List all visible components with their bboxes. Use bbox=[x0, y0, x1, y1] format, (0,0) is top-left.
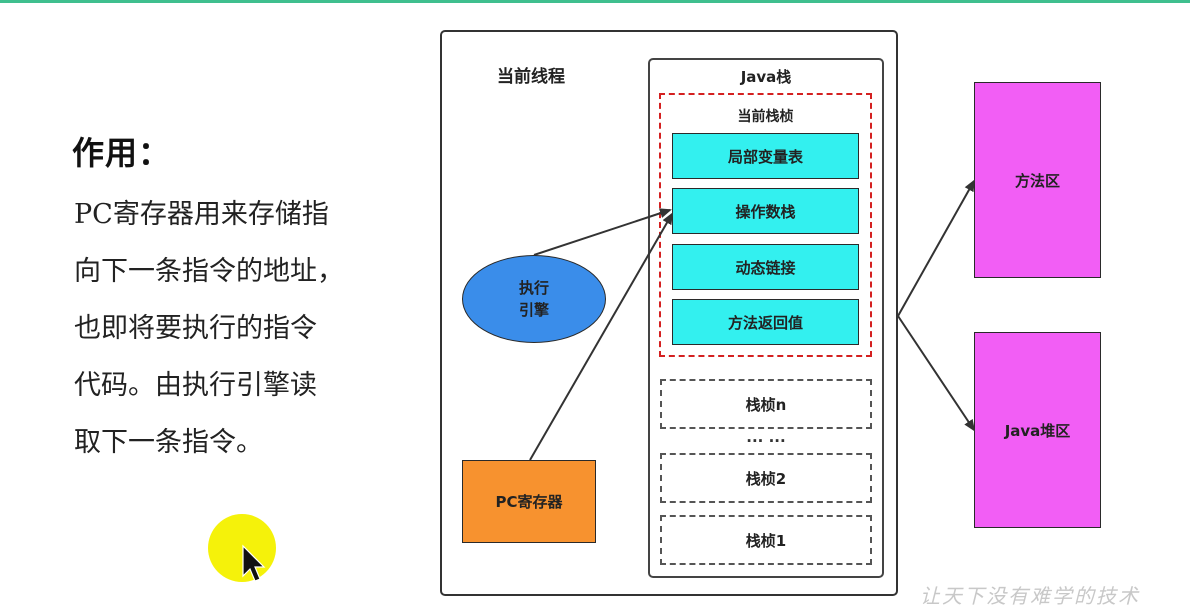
top-accent-line bbox=[0, 0, 1190, 3]
stack-frame-ellipsis: ... ... bbox=[746, 428, 786, 446]
mouse-pointer-icon bbox=[242, 544, 266, 582]
dynamic-linking: 动态链接 bbox=[672, 244, 859, 290]
execution-engine-line: 引擎 bbox=[518, 301, 549, 319]
description-line: PC寄存器用来存储指 bbox=[74, 199, 329, 230]
arrow-to-java-heap bbox=[897, 315, 976, 432]
current-stack-frame-label: 当前栈桢 bbox=[737, 109, 794, 125]
section-title: 作用： bbox=[72, 134, 172, 172]
execution-engine-line: 执行 bbox=[518, 279, 549, 297]
java-stack-label: Java栈 bbox=[740, 68, 792, 86]
description-line: 向下一条指令的地址， bbox=[74, 256, 344, 287]
current-thread-label: 当前线程 bbox=[497, 67, 565, 87]
description-line: 取下一条指令。 bbox=[74, 427, 263, 458]
cursor-highlight bbox=[208, 514, 276, 582]
execution-engine: 执行 引擎 bbox=[462, 255, 606, 343]
current-stack-frame bbox=[659, 93, 872, 357]
arrow-engine-to-operand-stack bbox=[533, 208, 672, 256]
description-text: PC寄存器用来存储指 向下一条指令的地址， 也即将要执行的指令 代码。由执行引擎… bbox=[74, 186, 374, 471]
current-thread-frame bbox=[440, 30, 898, 596]
watermark-text: 让天下没有难学的技术 bbox=[920, 584, 1140, 608]
description-line: 也即将要执行的指令 bbox=[74, 313, 317, 344]
java-stack-box bbox=[648, 58, 884, 578]
arrow-pc-register-to-operand-stack bbox=[529, 212, 673, 461]
method-return-value: 方法返回值 bbox=[672, 299, 859, 345]
description-line: 代码。由执行引擎读 bbox=[74, 370, 317, 401]
stack-frame-n: 栈桢n bbox=[660, 379, 872, 429]
operand-stack: 操作数栈 bbox=[672, 188, 859, 234]
method-area: 方法区 bbox=[974, 82, 1101, 278]
java-heap: Java堆区 bbox=[974, 332, 1101, 528]
local-variable-table: 局部变量表 bbox=[672, 133, 859, 179]
pc-register: PC寄存器 bbox=[462, 460, 596, 543]
arrow-to-method-area bbox=[897, 179, 975, 317]
stack-frame-1: 栈桢1 bbox=[660, 515, 872, 565]
stack-frame-2: 栈桢2 bbox=[660, 453, 872, 503]
